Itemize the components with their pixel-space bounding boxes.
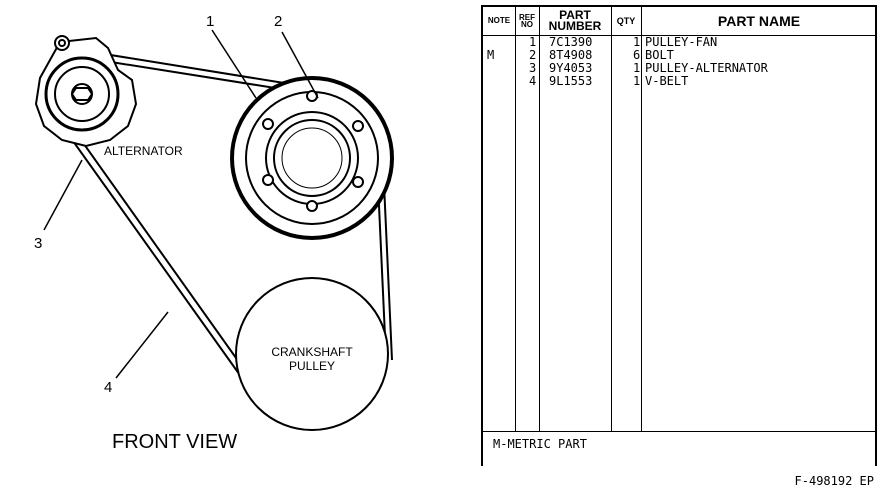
row-ref: 1	[529, 35, 537, 49]
callout-leaders	[43, 29, 319, 379]
fan-pulley	[230, 76, 394, 240]
grid-line	[515, 7, 516, 431]
row-qty: 1	[633, 74, 641, 88]
callout-3: 3	[34, 235, 42, 252]
part-header-line2: NUMBER	[548, 19, 602, 33]
callout-1: 1	[206, 13, 214, 30]
row-qty: 1	[633, 35, 641, 49]
row-ref: 4	[529, 74, 537, 88]
col-note-header: NOTE	[487, 16, 511, 26]
callout-2: 2	[274, 13, 282, 30]
row-part-number: 8T4908	[549, 48, 593, 62]
table-row: 4 9L1553 1 V-BELT	[483, 75, 875, 88]
alternator-label: ALTERNATOR	[104, 144, 183, 158]
ref-header-line1: REF	[519, 12, 535, 22]
callout-4: 4	[104, 379, 112, 396]
table-row: M 2 8T4908 6 BOLT	[483, 49, 875, 62]
row-part-name: V-BELT	[645, 74, 689, 88]
row-part-number: 9Y4053	[549, 61, 593, 75]
col-ref-header: REF NO	[515, 7, 539, 35]
metric-footnote: M-METRIC PART	[493, 437, 587, 451]
grid-line	[611, 7, 612, 431]
row-note: M	[487, 48, 495, 62]
row-qty: 1	[633, 61, 641, 75]
grid-line	[539, 7, 540, 431]
row-part-number: 7C1390	[549, 35, 593, 49]
footer-divider	[483, 431, 875, 432]
table-row: 1 7C1390 1 PULLEY-FAN	[483, 36, 875, 49]
view-title: FRONT VIEW	[112, 431, 237, 453]
col-part-header: PART NUMBER	[539, 7, 611, 35]
row-part-name: BOLT	[645, 48, 674, 62]
col-qty-header: QTY	[616, 15, 636, 26]
ref-header-line2: NO	[521, 20, 533, 29]
alternator	[34, 35, 138, 148]
header-divider	[483, 35, 875, 36]
table-row: 3 9Y4053 1 PULLEY-ALTERNATOR	[483, 62, 875, 75]
row-part-name: PULLEY-FAN	[645, 35, 718, 49]
parts-table: NOTE REF NO PART NUMBER QTY PART NAME 1 …	[481, 5, 877, 466]
row-part-number: 9L1553	[549, 74, 593, 88]
bolt-holes	[262, 90, 364, 212]
crankshaft-pulley	[235, 277, 389, 431]
row-part-name: PULLEY-ALTERNATOR	[645, 61, 768, 75]
belt-drive-diagram: CRANKSHAFT PULLEY ALTERNATOR 1 2 3 4 FRO…	[34, 13, 394, 453]
crankshaft-label-line1: CRANKSHAFT	[271, 345, 353, 359]
crankshaft-label-line2: PULLEY	[289, 359, 335, 373]
row-qty: 6	[633, 48, 641, 62]
col-name-header: PART NAME	[717, 12, 801, 29]
part-header-line1: PART	[559, 8, 591, 23]
row-ref: 2	[529, 48, 537, 62]
document-id: F-498192 EP	[794, 474, 874, 488]
row-ref: 3	[529, 61, 537, 75]
grid-line	[641, 7, 642, 431]
